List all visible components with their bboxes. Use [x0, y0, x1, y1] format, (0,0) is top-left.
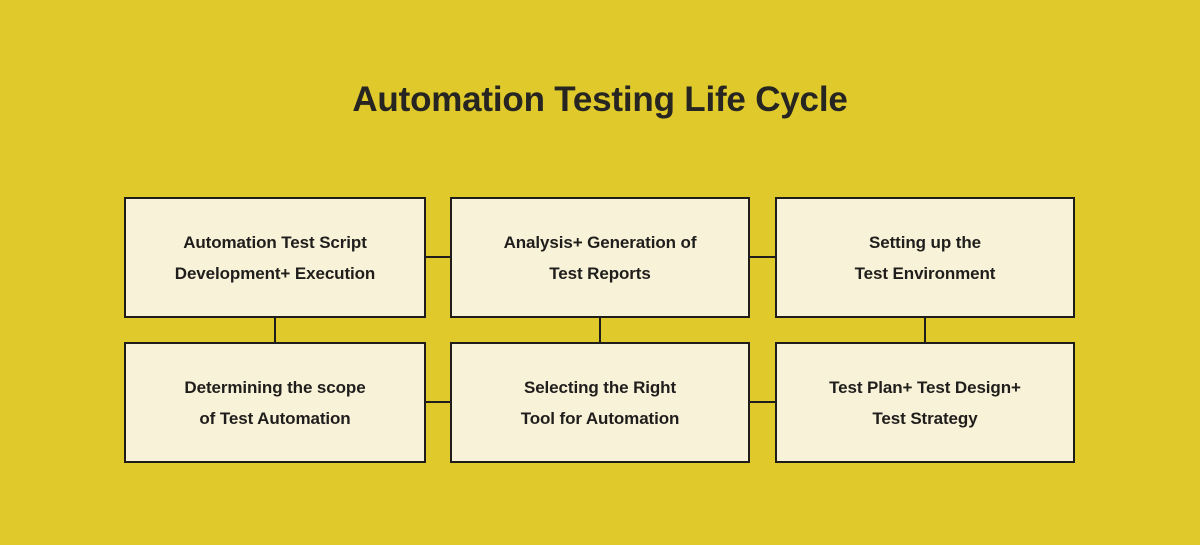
flow-node-label: Setting up the Test Environment [854, 232, 996, 283]
flow-node-test-plan-test-design-test-strategy[interactable]: Test Plan+ Test Design+ Test Strategy [775, 342, 1075, 463]
flow-node-determining-the-scope-of-test-automation[interactable]: Determining the scope of Test Automation [124, 342, 426, 463]
connector-col1-row1-to-row2 [274, 316, 276, 344]
connector-row2-col1-to-col2 [424, 401, 452, 403]
flow-node-label: Selecting the Right Tool for Automation [520, 377, 680, 428]
page-title: Automation Testing Life Cycle [352, 80, 848, 119]
flow-node-selecting-the-right-tool-for-automation[interactable]: Selecting the Right Tool for Automation [450, 342, 750, 463]
flow-node-automation-test-script-development-execution[interactable]: Automation Test Script Development+ Exec… [124, 197, 426, 318]
flow-node-label: Test Plan+ Test Design+ Test Strategy [829, 377, 1021, 428]
flow-node-label: Determining the scope of Test Automation [184, 377, 366, 428]
flow-node-label: Analysis+ Generation of Test Reports [503, 232, 697, 283]
connector-row1-col2-to-col3 [748, 256, 777, 258]
flow-node-label: Automation Test Script Development+ Exec… [174, 232, 376, 283]
flow-node-analysis-generation-of-test-reports[interactable]: Analysis+ Generation of Test Reports [450, 197, 750, 318]
flow-node-setting-up-the-test-environment[interactable]: Setting up the Test Environment [775, 197, 1075, 318]
connector-row2-col2-to-col3 [748, 401, 777, 403]
connector-col2-row1-to-row2 [599, 316, 601, 344]
connector-col3-row1-to-row2 [924, 316, 926, 344]
connector-row1-col1-to-col2 [424, 256, 452, 258]
